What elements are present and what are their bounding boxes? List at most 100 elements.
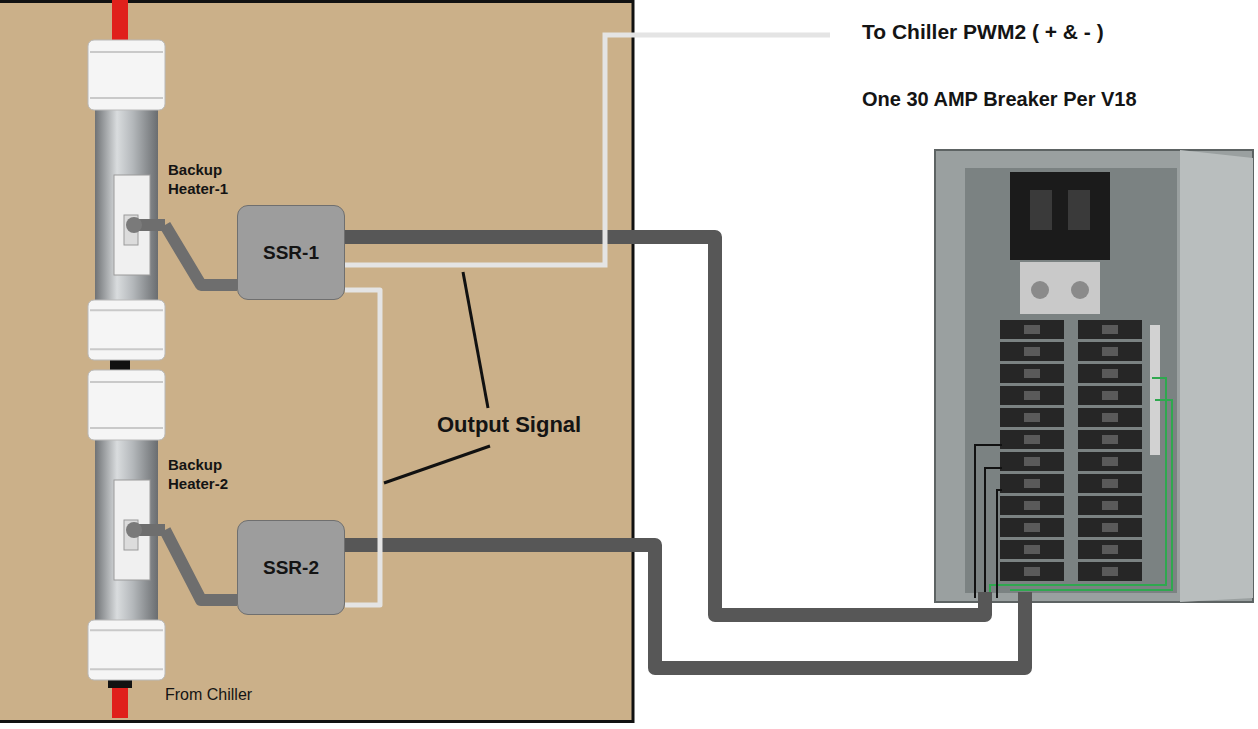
breaker <box>1078 452 1142 471</box>
leader-line <box>384 446 490 483</box>
end-cap <box>88 370 165 440</box>
cap-ridge <box>90 629 163 631</box>
breaker <box>1000 364 1064 383</box>
breaker-handle <box>1030 190 1052 230</box>
ground-wire <box>990 378 1166 596</box>
breaker-handle <box>1024 391 1040 400</box>
signal-note: To Chiller PWM2 ( + & - ) <box>862 20 1104 44</box>
breaker-handle <box>1102 391 1118 400</box>
ground-wire <box>1010 400 1172 590</box>
panel-side <box>1180 150 1253 602</box>
conduit-fitting <box>126 522 142 538</box>
panel-wire <box>985 468 1002 598</box>
breaker-handle <box>1102 545 1118 554</box>
signal-wire <box>345 35 830 265</box>
cap-ridge <box>90 668 163 670</box>
lug <box>1071 281 1089 299</box>
breaker <box>1000 452 1064 471</box>
breaker <box>1078 342 1142 361</box>
conduit <box>165 225 237 285</box>
breaker-handle <box>1102 567 1118 576</box>
breaker-handle <box>1102 523 1118 532</box>
breaker <box>1078 496 1142 515</box>
breaker <box>1000 386 1064 405</box>
breaker-handle <box>1024 325 1040 334</box>
cap-ridge <box>90 348 163 350</box>
breaker <box>1000 474 1064 493</box>
callout-label: Output Signal <box>437 412 581 438</box>
breaker-handle <box>1102 325 1118 334</box>
neutral-bar <box>1150 325 1160 455</box>
breaker <box>1000 342 1064 361</box>
leader-line <box>463 272 488 408</box>
breaker <box>1000 408 1064 427</box>
cap-ridge <box>90 381 163 383</box>
breaker <box>1000 430 1064 449</box>
breaker-handle <box>1102 347 1118 356</box>
breaker <box>1000 320 1064 339</box>
breaker-handle <box>1024 523 1040 532</box>
panel-wire <box>975 445 1002 598</box>
red-pipe <box>112 0 128 42</box>
end-cap <box>88 620 165 680</box>
conduit-fitting <box>126 217 142 233</box>
breaker-handles <box>1024 325 1040 576</box>
signal-wire <box>345 290 380 605</box>
breaker-handle <box>1102 479 1118 488</box>
breaker-handles <box>1102 325 1118 576</box>
panel-wire <box>997 490 1002 598</box>
breaker-column <box>1000 320 1064 581</box>
pipe-label: From Chiller <box>165 686 252 704</box>
red-pipe <box>112 688 128 718</box>
cap-ridge <box>90 427 163 429</box>
cap-ridge <box>90 51 163 53</box>
panel-enclosure <box>935 150 1253 602</box>
breaker-handle <box>1024 347 1040 356</box>
breaker-handle <box>1102 413 1118 422</box>
breaker <box>1078 408 1142 427</box>
breaker-handle <box>1024 501 1040 510</box>
conduit <box>165 530 237 600</box>
heater-element: Backup Heater-2 <box>88 370 165 680</box>
breaker-handle <box>1024 479 1040 488</box>
lug <box>1031 281 1049 299</box>
breaker-handle <box>1024 413 1040 422</box>
breaker <box>1000 518 1064 537</box>
power-cable <box>345 237 985 615</box>
breaker-handle <box>1068 190 1090 230</box>
breaker <box>1078 320 1142 339</box>
breaker-handle <box>1024 457 1040 466</box>
end-cap <box>88 300 165 360</box>
breaker <box>1078 386 1142 405</box>
heater-tube <box>95 108 158 302</box>
bus-bar <box>1020 262 1100 314</box>
breaker-handle <box>1102 457 1118 466</box>
breaker <box>1078 430 1142 449</box>
breaker <box>1078 540 1142 559</box>
breaker-handle <box>1024 545 1040 554</box>
enclosure-background <box>0 2 633 722</box>
breaker-handle <box>1102 435 1118 444</box>
breaker <box>1078 474 1142 493</box>
power-cable <box>345 545 1025 668</box>
main-breaker <box>1010 172 1110 260</box>
breaker <box>1078 562 1142 581</box>
breaker <box>1000 562 1064 581</box>
heater-illustration <box>88 40 165 360</box>
heater-illustration <box>88 370 165 680</box>
cap-ridge <box>90 97 163 99</box>
breaker-handle <box>1024 435 1040 444</box>
relay-box: SSR-1 <box>237 205 345 300</box>
cap-ridge <box>90 309 163 311</box>
breaker <box>1000 540 1064 559</box>
relay-label: SSR-2 <box>263 557 319 579</box>
heater-label: Backup Heater-2 <box>168 455 236 493</box>
end-cap <box>88 40 165 110</box>
breaker <box>1078 518 1142 537</box>
breaker-handle <box>1102 501 1118 510</box>
breaker-note: One 30 AMP Breaker Per V18 <box>862 88 1137 111</box>
breaker-handle <box>1102 369 1118 378</box>
breaker-column <box>1078 320 1142 581</box>
